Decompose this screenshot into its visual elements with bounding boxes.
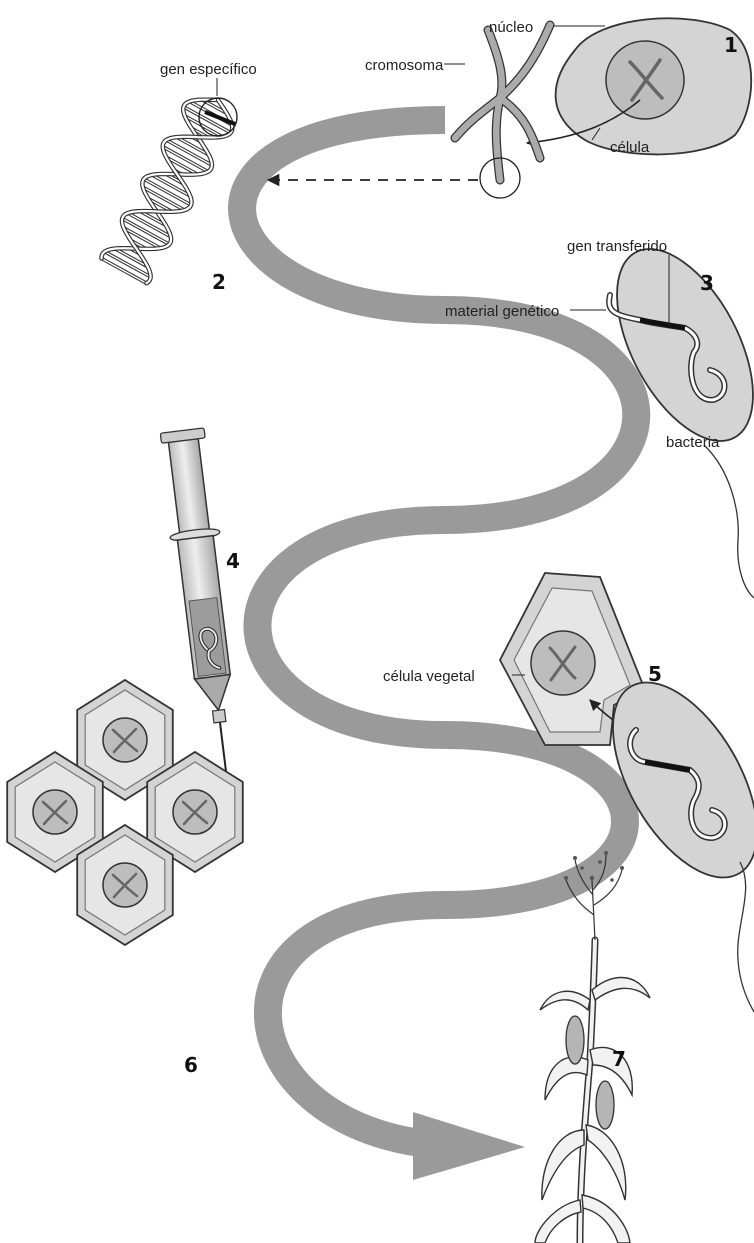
label-nucleus: núcleo [489,19,533,36]
label-specific-gene: gen específico [160,61,257,78]
corn-plant [535,851,650,1243]
cell-nucleus [606,41,684,119]
step-number-6: 6 [184,1053,198,1077]
step-number-3: 3 [700,271,714,295]
step-number-1: 1 [724,33,738,57]
dna-helix [102,100,233,284]
plant-cell-nucleus [531,631,595,695]
bacterium [589,227,754,598]
label-cell: célula [610,139,650,156]
step-number-4: 4 [226,549,240,573]
step-number-5: 5 [648,662,662,686]
label-genetic-material: material genético [445,303,559,320]
label-plant-cell: célula vegetal [383,668,475,685]
step-number-7: 7 [612,1047,626,1071]
bacterium-flagellum [704,445,754,598]
plant-cell-cluster [7,680,243,945]
chromosome [455,25,550,198]
animal-cell [527,18,751,154]
step-number-2: 2 [212,270,226,294]
label-bacterium: bacteria [666,434,720,451]
label-transferred-gene: gen transferido [567,238,667,255]
label-chromosome: cromosoma [365,57,444,74]
